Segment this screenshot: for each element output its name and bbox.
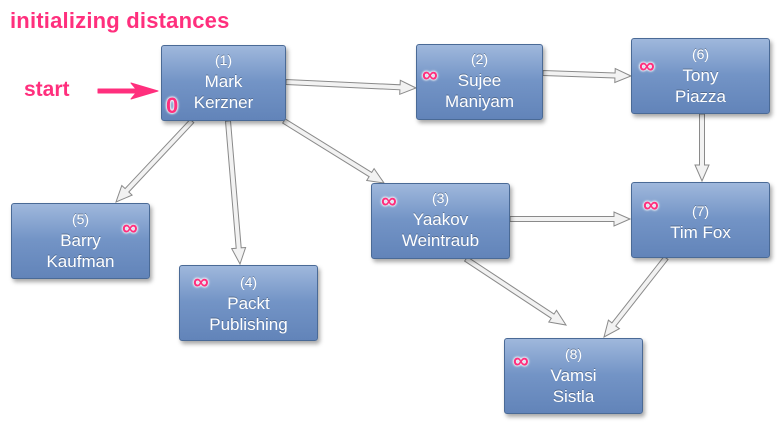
edge-2-to-6 bbox=[542, 67, 633, 84]
node-2-name-line2: Maniyam bbox=[445, 92, 514, 111]
node-7-name-line1: Tim Fox bbox=[670, 223, 731, 242]
edge-1-to-5 bbox=[115, 118, 195, 203]
node-6-distance: ∞ bbox=[639, 53, 655, 78]
node-1[interactable]: (1) Mark Kerzner bbox=[161, 45, 286, 121]
node-2-number: (2) bbox=[470, 51, 489, 67]
node-3-name-line2: Weintraub bbox=[401, 231, 480, 250]
node-7-number: (7) bbox=[691, 203, 710, 219]
node-3-name-line1: Yaakov bbox=[412, 210, 469, 229]
node-1-name-line2: Kerzner bbox=[193, 93, 254, 112]
node-8-number: (8) bbox=[564, 346, 583, 362]
edge-7-to-8 bbox=[603, 255, 669, 338]
node-5[interactable]: (5) Barry Kaufman bbox=[11, 203, 150, 279]
node-1-number: (1) bbox=[214, 52, 233, 68]
node-3-distance: ∞ bbox=[381, 188, 397, 213]
node-6[interactable]: (6) Tony Piazza bbox=[631, 38, 770, 114]
start-arrow-icon bbox=[97, 82, 159, 100]
diagram-title: initializing distances bbox=[10, 8, 230, 33]
edge-1-to-4 bbox=[224, 120, 247, 266]
node-8-name-line2: Sistla bbox=[552, 387, 595, 406]
node-2-distance: ∞ bbox=[422, 62, 438, 87]
start-label: start bbox=[24, 78, 70, 101]
node-5-number: (5) bbox=[71, 211, 90, 227]
node-7-distance: ∞ bbox=[643, 192, 659, 217]
node-8[interactable]: (8) Vamsi Sistla bbox=[504, 338, 643, 414]
edge-3-to-7 bbox=[509, 211, 632, 227]
node-5-name-line2: Kaufman bbox=[46, 252, 115, 271]
node-1-name-line1: Mark bbox=[204, 72, 243, 91]
node-6-name-line2: Piazza bbox=[674, 87, 727, 106]
node-6-name-line1: Tony bbox=[682, 66, 719, 85]
node-5-distance: ∞ bbox=[122, 215, 138, 240]
edge-1-to-3 bbox=[282, 118, 386, 184]
node-6-number: (6) bbox=[691, 46, 710, 62]
node-3-number: (3) bbox=[431, 190, 450, 206]
node-4-distance: ∞ bbox=[193, 269, 209, 294]
edge-3-to-8 bbox=[463, 256, 568, 326]
node-4-number: (4) bbox=[239, 274, 258, 290]
node-3[interactable]: (3) Yaakov Weintraub bbox=[371, 183, 510, 259]
edge-6-to-7 bbox=[694, 113, 710, 183]
node-1-distance: 0 bbox=[166, 93, 179, 118]
node-4-name-line2: Publishing bbox=[209, 315, 288, 334]
node-8-distance: ∞ bbox=[513, 348, 529, 373]
node-2-name-line1: Sujee bbox=[457, 71, 502, 90]
node-2[interactable]: (2) Sujee Maniyam bbox=[416, 44, 543, 120]
node-4-name-line1: Packt bbox=[227, 294, 270, 313]
node-8-name-line1: Vamsi bbox=[550, 366, 597, 385]
node-7[interactable]: (7) Tim Fox bbox=[631, 182, 770, 258]
node-4[interactable]: (4) Packt Publishing bbox=[179, 265, 318, 341]
edge-1-to-2 bbox=[285, 78, 418, 96]
node-5-name-line1: Barry bbox=[60, 231, 101, 250]
